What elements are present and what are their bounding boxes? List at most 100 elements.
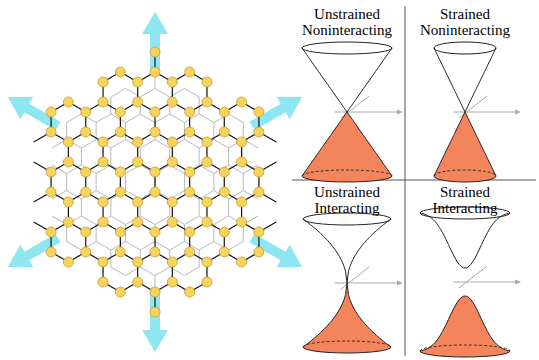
atom <box>167 277 177 287</box>
bond <box>110 148 111 165</box>
bond <box>170 242 185 251</box>
atom <box>115 167 125 177</box>
atom <box>185 127 195 137</box>
atom <box>219 107 229 117</box>
atom <box>219 247 229 257</box>
atom <box>98 157 108 167</box>
atom <box>237 257 247 267</box>
bond <box>126 114 141 123</box>
dispersion-cone <box>302 42 403 182</box>
bond <box>170 114 185 123</box>
bond <box>228 199 229 216</box>
bond <box>184 267 199 276</box>
atom <box>133 217 143 227</box>
atom <box>254 187 264 197</box>
atom <box>202 157 212 167</box>
bond <box>126 242 141 251</box>
bond <box>243 174 244 191</box>
atom <box>63 257 73 267</box>
band-edge <box>434 42 496 54</box>
atom <box>98 97 108 107</box>
bond <box>199 250 200 267</box>
divider <box>405 6 406 356</box>
bond <box>67 242 82 251</box>
atom <box>98 277 108 287</box>
panel-label: Unstrained Noninteracting <box>289 6 405 38</box>
axis <box>459 266 487 288</box>
atom <box>202 277 212 287</box>
atom <box>219 187 229 197</box>
atom <box>133 77 143 87</box>
bond <box>184 216 199 225</box>
atom <box>185 287 195 297</box>
atom <box>150 287 160 297</box>
bond <box>229 114 244 123</box>
bond <box>214 140 229 149</box>
atom <box>167 217 177 227</box>
valence-band <box>434 112 496 182</box>
bond <box>96 174 97 191</box>
atom <box>254 107 264 117</box>
valence-band <box>303 283 391 353</box>
atom <box>237 157 247 167</box>
valence-band <box>302 112 392 182</box>
atom <box>202 257 212 267</box>
atom <box>185 187 195 197</box>
unstrained-lattice <box>52 72 258 293</box>
dispersion-cone <box>434 42 521 182</box>
axis <box>335 283 399 284</box>
atom <box>133 97 143 107</box>
atom <box>46 107 56 117</box>
atom <box>167 197 177 207</box>
bond <box>96 123 97 140</box>
atom <box>81 247 91 257</box>
atom <box>46 227 56 237</box>
bond <box>184 174 185 191</box>
bond <box>199 97 200 114</box>
atom <box>115 227 125 237</box>
atom <box>167 257 177 267</box>
bond <box>140 89 155 98</box>
conduction-band <box>434 48 496 112</box>
atom <box>150 227 160 237</box>
atom <box>133 257 143 267</box>
atom <box>98 197 108 207</box>
axis-arrowhead <box>397 110 403 115</box>
bond <box>111 216 126 225</box>
bond <box>140 267 155 276</box>
atom <box>115 287 125 297</box>
atom <box>115 67 125 77</box>
atom <box>115 247 125 257</box>
atom <box>219 127 229 137</box>
strain-arrow <box>249 234 302 268</box>
atom <box>81 107 91 117</box>
axis <box>335 112 399 113</box>
bond <box>184 140 199 149</box>
atom <box>150 187 160 197</box>
bond <box>96 225 97 242</box>
bond <box>155 89 170 98</box>
dispersion-cone <box>303 213 403 353</box>
strain-arrows <box>8 12 302 352</box>
axis <box>453 282 517 283</box>
band-edge <box>303 341 391 347</box>
bond <box>125 174 126 191</box>
atom <box>46 247 56 257</box>
band-edge <box>302 170 392 176</box>
valence-band <box>420 296 510 357</box>
bond <box>228 148 229 165</box>
bond <box>81 216 96 225</box>
atom <box>202 97 212 107</box>
atom <box>150 167 160 177</box>
panel-label: Strained Noninteracting <box>407 6 523 38</box>
bond <box>111 267 126 276</box>
bond <box>199 199 200 216</box>
atom <box>133 277 143 287</box>
atom <box>254 247 264 257</box>
bond <box>213 225 214 242</box>
atom <box>46 187 56 197</box>
atom <box>237 97 247 107</box>
atom <box>98 137 108 147</box>
atom <box>98 77 108 87</box>
atom <box>63 97 73 107</box>
